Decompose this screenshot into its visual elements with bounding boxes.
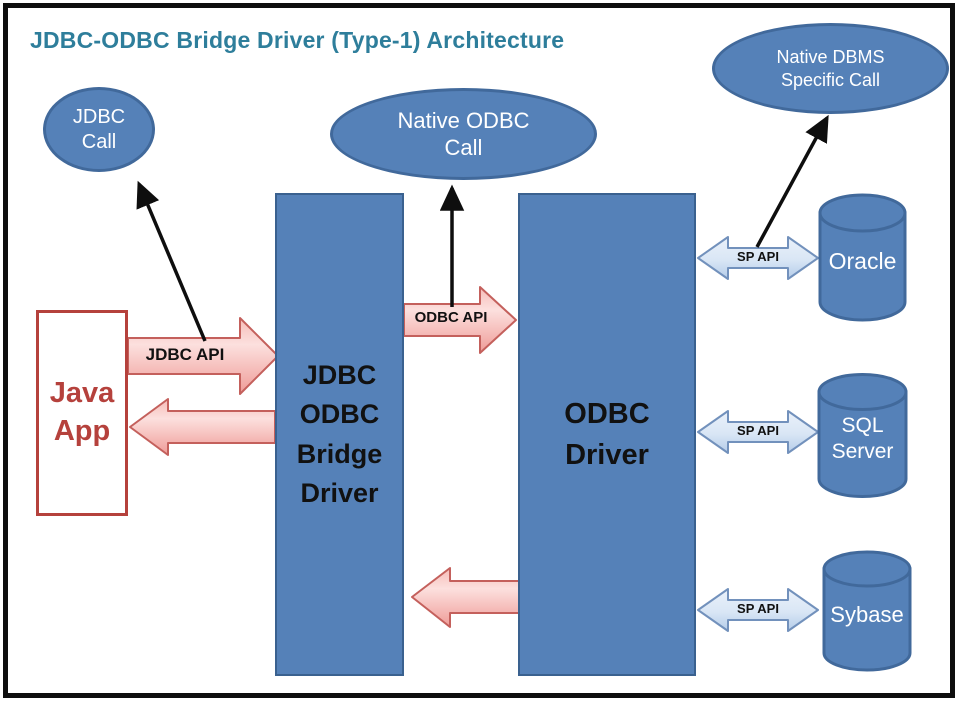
native-odbc-line2: Call [444, 135, 483, 160]
native-odbc-line1: Native ODBC [397, 107, 530, 133]
native-dbms-call-ellipse: Native DBMS Specific Call [712, 23, 949, 114]
odbc-api-label: ODBC API [414, 309, 488, 326]
sql-server-database-cylinder: SQL Server [816, 371, 909, 501]
bridge-driver-line2: ODBC [299, 399, 380, 430]
bridge-driver-line3: Bridge [296, 438, 383, 469]
sybase-label-text: Sybase [830, 601, 904, 627]
bridge-driver-line1: JDBC [302, 360, 377, 391]
database-cylinder-icon [817, 373, 908, 498]
native-odbc-call-ellipse: Native ODBC Call [330, 88, 597, 180]
sql-server-label-line2: Server [831, 440, 894, 463]
java-app-box: Java App [36, 310, 128, 516]
sp-api-label-sybase: SP API [737, 601, 779, 616]
sp-api-label-oracle: SP API [737, 249, 779, 264]
arrow-to-jdbc-call [136, 180, 207, 342]
java-app-line1: Java [49, 377, 115, 410]
jdbc-call-line2: Call [81, 130, 117, 153]
sql-server-label-line1: SQL [841, 413, 884, 437]
jdbc-call-line1: JDBC [72, 105, 126, 128]
native-dbms-line1: Native DBMS [776, 47, 885, 67]
sybase-label: Sybase [821, 555, 913, 674]
bridge-to-javaapp-arrow [129, 398, 276, 456]
odbc-driver-box: ODBC Driver [518, 193, 696, 676]
bridge-driver-line4: Driver [300, 477, 379, 508]
oracle-label-text: Oracle [828, 247, 897, 274]
odbcdriver-to-bridge-arrow [411, 567, 523, 628]
database-cylinder-icon [822, 550, 912, 672]
odbc-driver-line2: Driver [565, 438, 649, 471]
sybase-database-cylinder: Sybase [821, 549, 913, 674]
jdbc-api-label: JDBC API [145, 345, 225, 364]
native-dbms-line2: Specific Call [780, 69, 881, 90]
jdbc-call-ellipse: JDBC Call [43, 87, 155, 172]
sp-api-label-sqlserver: SP API [737, 423, 779, 438]
odbc-driver-line1: ODBC [564, 397, 650, 430]
jdbc-odbc-bridge-driver-box: JDBC ODBC Bridge Driver [275, 193, 404, 676]
oracle-database-cylinder: Oracle [817, 191, 908, 325]
page-title: JDBC-ODBC Bridge Driver (Type-1) Archite… [30, 27, 565, 53]
java-app-line2: App [53, 415, 111, 447]
database-cylinder-icon [818, 193, 907, 322]
sql-server-label: SQL Server [816, 377, 909, 501]
oracle-label: Oracle [817, 197, 908, 325]
